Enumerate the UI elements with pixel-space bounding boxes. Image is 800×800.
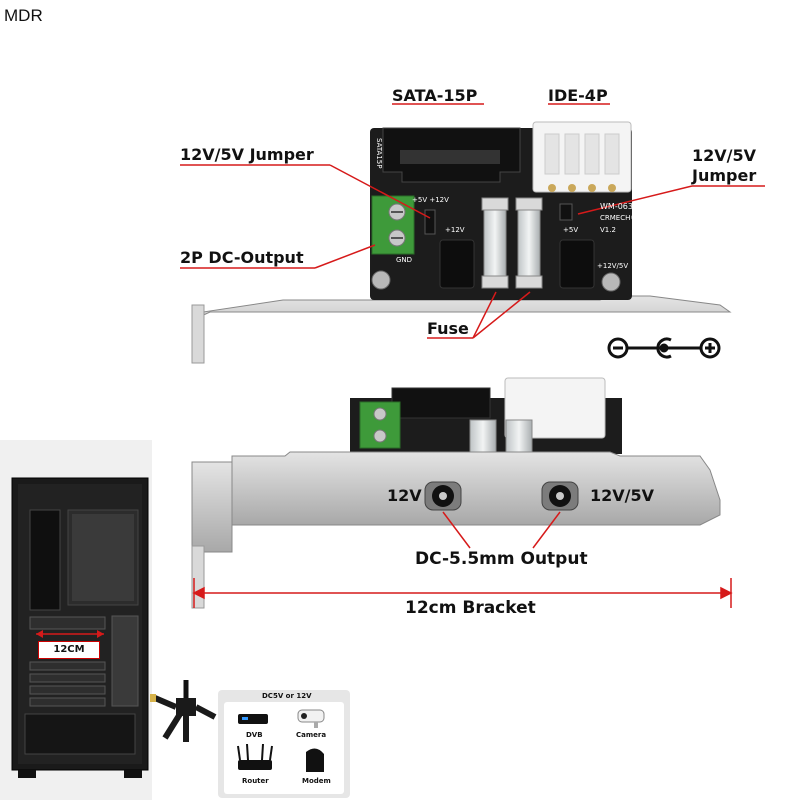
port-left-label: 12V (387, 486, 422, 505)
pcb-bracket-view (191, 377, 721, 609)
jumper-left-label: 12V/5V Jumper (180, 145, 314, 164)
silk-brand: CRMECH® (600, 214, 638, 222)
dc-port-right (541, 481, 579, 511)
device-label-dvb: DVB (246, 731, 263, 739)
pc-case-illustration (0, 440, 152, 800)
screw-left (371, 270, 391, 290)
jumper-right-label-line2: Jumper (692, 166, 757, 185)
device-label-router: Router (242, 777, 269, 785)
fuse-label: Fuse (427, 319, 469, 338)
devices-icons (237, 709, 325, 772)
right-jumper-pins (559, 203, 573, 221)
silk-version: V1.2 (600, 226, 616, 234)
camera-icon (297, 709, 325, 728)
silk-5v: +5V (563, 226, 579, 234)
modem-icon (306, 748, 324, 772)
port-right-label: 12V/5V (590, 486, 655, 505)
dc-port-left (424, 481, 462, 511)
silk-gnd: GND (396, 256, 413, 264)
polarity-symbol (607, 337, 721, 359)
silk-jumper-pins: +5V +12V (412, 196, 449, 204)
sata-pins (400, 150, 500, 164)
router-icon (237, 743, 273, 770)
top-leader-lines (180, 103, 765, 339)
fuse-right (515, 197, 543, 289)
dc-output-size-label: DC-5.5mm Output (415, 549, 588, 569)
devices-grid: DVB Camera Router Modem (224, 702, 344, 794)
silk-sata: SATA15P (375, 138, 383, 169)
jumper-right-label-line1: 12V/5V (692, 146, 757, 165)
fuse-left (481, 197, 509, 289)
ide-4p-label: IDE-4P (548, 86, 608, 105)
dc-adapter-tips-icon (150, 680, 217, 742)
device-label-modem: Modem (302, 777, 331, 785)
device-label-camera: Camera (296, 731, 327, 739)
silk-12v: +12V (445, 226, 465, 234)
top-bracket-tab (191, 304, 205, 364)
dc-output-label: 2P DC-Output (180, 248, 304, 267)
left-jumper-pins (424, 209, 436, 235)
sata-15p-label: SATA-15P (392, 86, 478, 105)
case-slot-size-label: 12CM (38, 641, 100, 659)
devices-panel-header: DC5V or 12V (262, 692, 312, 700)
silk-model: WM-063 (600, 202, 633, 211)
bracket-size-label: 12cm Bracket (405, 598, 536, 618)
dvb-box-icon (238, 714, 268, 724)
silk-12v5v: +12V/5V (597, 262, 629, 270)
bracket-leader-lines (192, 511, 733, 608)
screw-right (601, 272, 621, 292)
devices-panel: DC5V or 12V DVB Camera (218, 690, 350, 798)
pcb-top-view (191, 121, 732, 364)
brand-logo: MDR (4, 6, 43, 25)
